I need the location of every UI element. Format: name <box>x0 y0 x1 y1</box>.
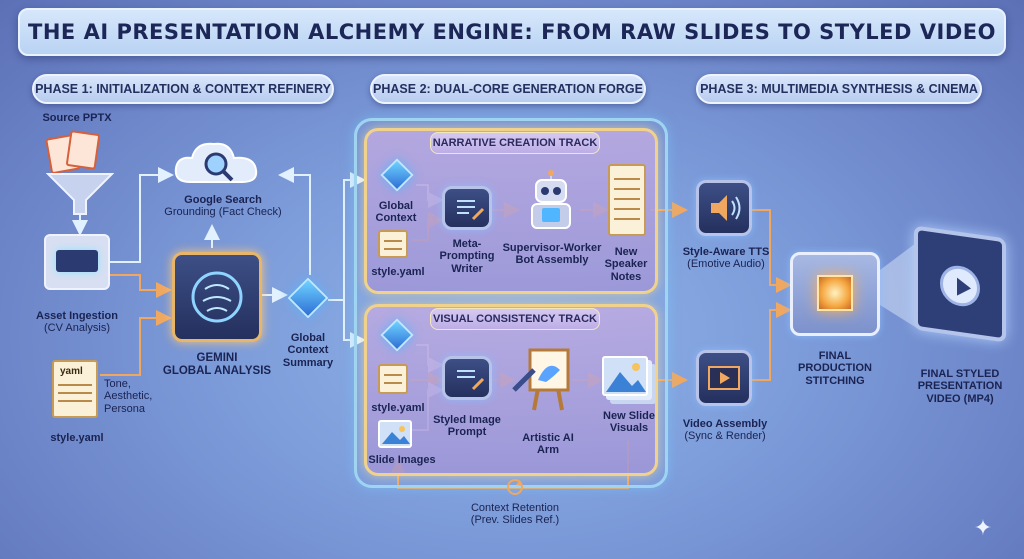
brain-chip-icon <box>172 252 262 342</box>
context-retention-label: Context Retention (Prev. Slides Ref.) <box>470 502 560 527</box>
narrative-track-label: NARRATIVE CREATION TRACK <box>430 132 600 154</box>
source-pptx-label: Source PPTX <box>42 112 112 124</box>
yaml-scroll-icon <box>378 230 408 258</box>
easel-icon <box>512 348 570 411</box>
final-video-label: FINAL STYLED PRESENTATION VIDEO (MP4) <box>917 368 1003 405</box>
phase3-pill: PHASE 3: MULTIMEDIA SYNTHESIS & CINEMA <box>696 74 982 104</box>
loop-icon <box>507 479 523 495</box>
scanner-icon <box>44 234 110 290</box>
tone-label: Tone, Aesthetic, Persona <box>104 378 153 415</box>
asset-ingestion-label: Asset Ingestion (CV Analysis) <box>36 310 118 335</box>
tts-label: Style-Aware TTS (Emotive Audio) <box>682 246 770 271</box>
final-video-monitor <box>914 225 1006 343</box>
stitching-label: FINAL PRODUCTION STITCHING <box>798 350 872 387</box>
global-summary-label: Global Context Summary <box>282 332 334 369</box>
meta-prompting-label: Meta- Prompting Writer <box>439 238 495 275</box>
phase2-pill: PHASE 2: DUAL-CORE GENERATION FORGE <box>370 74 646 104</box>
speaker-notes-label: New Speaker Notes <box>604 246 648 283</box>
yaml-scroll-icon <box>378 364 408 394</box>
image-icon <box>378 420 412 448</box>
image-icon <box>602 356 648 396</box>
yaml-scroll-icon: yaml <box>52 360 98 418</box>
scroll-icon <box>608 164 646 236</box>
sparkle-icon: ✦ <box>973 515 993 540</box>
robot-icon <box>531 170 571 229</box>
document-icon <box>44 128 106 178</box>
supervisor-worker-label: Supervisor-Worker Bot Assembly <box>502 242 602 267</box>
speaker-icon <box>696 180 752 236</box>
cloud-search-icon <box>174 142 258 183</box>
funnel-icon <box>46 173 114 215</box>
projection-beam <box>880 240 920 330</box>
pen-icon <box>442 356 492 400</box>
styled-image-prompt-label: Styled Image Prompt <box>433 414 501 439</box>
phase2-frame <box>354 118 668 488</box>
gemini-label: GEMINI GLOBAL ANALYSIS <box>162 352 272 377</box>
pen-icon <box>442 186 492 230</box>
phase1-connectors <box>72 167 366 376</box>
phase1-pill: PHASE 1: INITIALIZATION & CONTEXT REFINE… <box>32 74 334 104</box>
phase3-connectors <box>752 209 792 381</box>
style-yaml-label: style.yaml <box>50 432 104 444</box>
play-icon <box>940 263 980 309</box>
narrative-style-yaml-label: style.yaml <box>371 266 425 278</box>
visual-track-label: VISUAL CONSISTENCY TRACK <box>430 308 600 330</box>
video-assembly-label: Video Assembly (Sync & Render) <box>682 418 768 443</box>
artistic-arm-label: Artistic AI Arm <box>522 432 574 457</box>
cpu-icon <box>790 252 880 336</box>
page-title: THE AI PRESENTATION ALCHEMY ENGINE: FROM… <box>28 20 996 44</box>
visual-style-yaml-label: style.yaml <box>371 402 425 414</box>
slide-images-label: Slide Images <box>368 454 436 466</box>
new-slide-visuals-label: New Slide Visuals <box>603 410 655 435</box>
google-search-label: Google Search Grounding (Fact Check) <box>164 194 282 219</box>
narrative-global-context-label: Global Context <box>375 200 417 225</box>
film-icon <box>696 350 752 406</box>
title-banner: THE AI PRESENTATION ALCHEMY ENGINE: FROM… <box>18 8 1006 56</box>
